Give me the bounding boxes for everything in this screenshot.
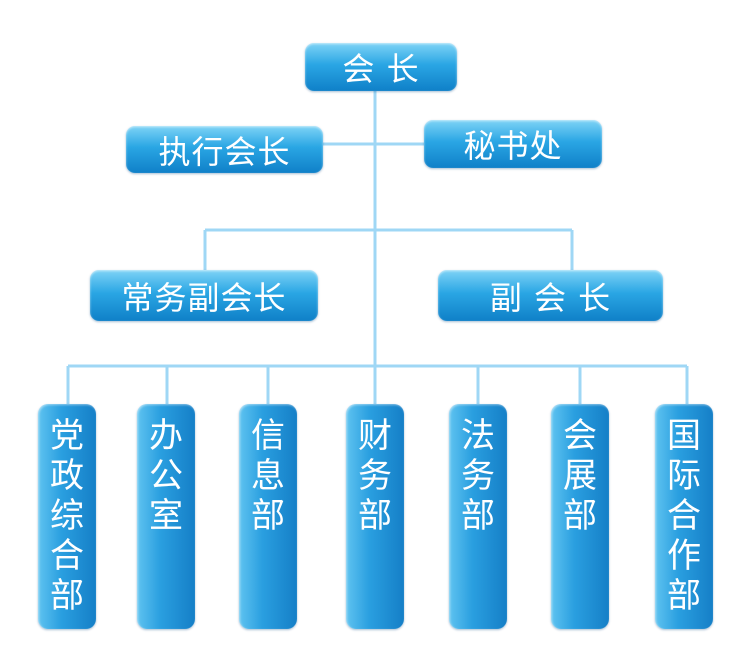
dept-char: 信 (251, 416, 285, 456)
dept-international: 国 际 合 作 部 (655, 404, 713, 629)
dept-char: 息 (251, 456, 285, 496)
dept-char: 务 (461, 456, 495, 496)
vice-president-label: 副 会 长 (489, 278, 612, 317)
dept-char: 公 (149, 456, 183, 496)
vice-president-box: 副 会 长 (438, 270, 663, 321)
secretariat-label: 秘书处 (463, 127, 563, 165)
dept-char: 党 (50, 416, 84, 456)
dept-char: 部 (563, 496, 597, 536)
president-label: 会 长 (342, 50, 420, 88)
standing-vice-president-box: 常务副会长 (90, 270, 318, 321)
dept-char: 综 (50, 496, 84, 536)
dept-char: 合 (50, 536, 84, 576)
dept-char: 部 (358, 496, 392, 536)
dept-char: 作 (667, 536, 701, 576)
dept-char: 务 (358, 456, 392, 496)
dept-char: 法 (461, 416, 495, 456)
dept-char: 展 (563, 456, 597, 496)
dept-char: 国 (667, 416, 701, 456)
dept-office: 办 公 室 (137, 404, 195, 629)
dept-char: 部 (667, 576, 701, 616)
standing-vice-president-label: 常务副会长 (121, 278, 287, 317)
dept-finance: 财 务 部 (346, 404, 404, 629)
president-box: 会 长 (305, 43, 457, 91)
dept-party-admin: 党 政 综 合 部 (38, 404, 96, 629)
dept-char: 部 (50, 576, 84, 616)
dept-char: 办 (149, 416, 183, 456)
dept-char: 部 (251, 496, 285, 536)
dept-char: 合 (667, 496, 701, 536)
dept-information: 信 息 部 (239, 404, 297, 629)
secretariat-box: 秘书处 (424, 120, 602, 168)
dept-char: 室 (149, 496, 183, 536)
dept-char: 政 (50, 456, 84, 496)
dept-exhibition: 会 展 部 (551, 404, 609, 629)
dept-char: 财 (358, 416, 392, 456)
dept-char: 会 (563, 416, 597, 456)
executive-president-label: 执行会长 (158, 132, 291, 171)
dept-char: 际 (667, 456, 701, 496)
dept-char: 部 (461, 496, 495, 536)
executive-president-box: 执行会长 (126, 126, 323, 173)
dept-legal: 法 务 部 (449, 404, 507, 629)
